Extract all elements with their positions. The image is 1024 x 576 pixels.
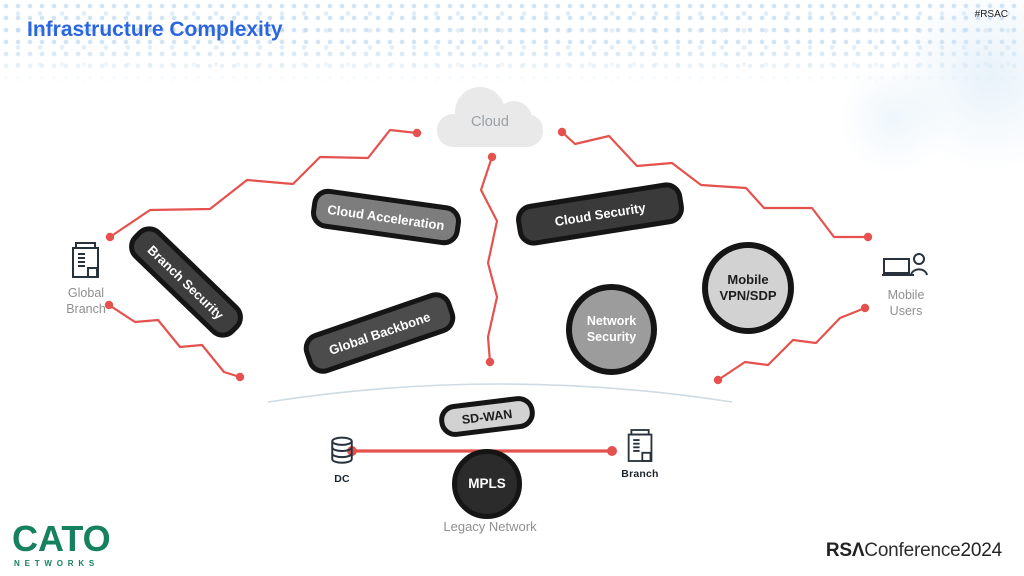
rsac-hashtag: #RSAC bbox=[974, 9, 1008, 20]
building-icon bbox=[72, 242, 99, 278]
endpoint-label: Branch bbox=[621, 468, 659, 480]
red-link-cloud-vertical bbox=[479, 155, 499, 364]
endpoint-label: Mobile bbox=[887, 288, 925, 302]
laptop-user-icon bbox=[882, 253, 928, 276]
endpoint-global-branch: Global Branch bbox=[40, 241, 132, 317]
node-cloud-security: Cloud Security bbox=[513, 180, 687, 248]
node-branch-security: Branch Security bbox=[122, 219, 250, 345]
node-mpls: MPLS bbox=[452, 449, 522, 519]
node-label: Network bbox=[586, 313, 637, 328]
node-label: Security bbox=[586, 329, 637, 344]
cloud-label: Cloud bbox=[471, 114, 509, 130]
conference-year: 2024 bbox=[960, 540, 1003, 561]
background-blob bbox=[834, 58, 954, 178]
endpoint-label: DC bbox=[334, 473, 350, 485]
building-icon bbox=[627, 429, 652, 462]
node-mobile-vpn-sdp: Mobile VPN/SDP bbox=[702, 242, 794, 334]
node-global-backbone: Global Backbone bbox=[299, 287, 460, 379]
node-sd-wan: SD-WAN bbox=[437, 394, 537, 439]
cloud-shape: Cloud bbox=[437, 87, 543, 147]
cato-networks-logo: CATO NETWORKS bbox=[12, 518, 111, 569]
endpoint-label: Global bbox=[67, 286, 105, 300]
database-icon bbox=[331, 436, 353, 464]
rsa-logo-text: RSΛ bbox=[825, 540, 865, 561]
node-network-security: Network Security bbox=[566, 284, 657, 375]
rsa-conference-logo: RSΛConference2024 bbox=[826, 540, 1002, 562]
node-label: VPN/SDP bbox=[719, 288, 777, 303]
endpoint-label: Users bbox=[889, 304, 923, 318]
endpoint-label: Branch bbox=[66, 302, 106, 316]
background-dots bbox=[0, 0, 1024, 84]
endpoint-dc: DC bbox=[322, 434, 362, 487]
conference-logo-text: Conference bbox=[864, 540, 961, 561]
page-title: Infrastructure Complexity bbox=[27, 18, 283, 41]
cato-logo-text: CATO bbox=[12, 518, 111, 559]
cato-logo-subtext: NETWORKS bbox=[14, 559, 100, 568]
node-cloud-acceleration: Cloud Acceleration bbox=[308, 186, 464, 248]
endpoint-branch: Branch bbox=[612, 428, 668, 482]
node-label: Mobile bbox=[727, 271, 769, 287]
endpoint-mobile-users: Mobile Users bbox=[860, 251, 952, 319]
legacy-network-label: Legacy Network bbox=[443, 519, 537, 534]
